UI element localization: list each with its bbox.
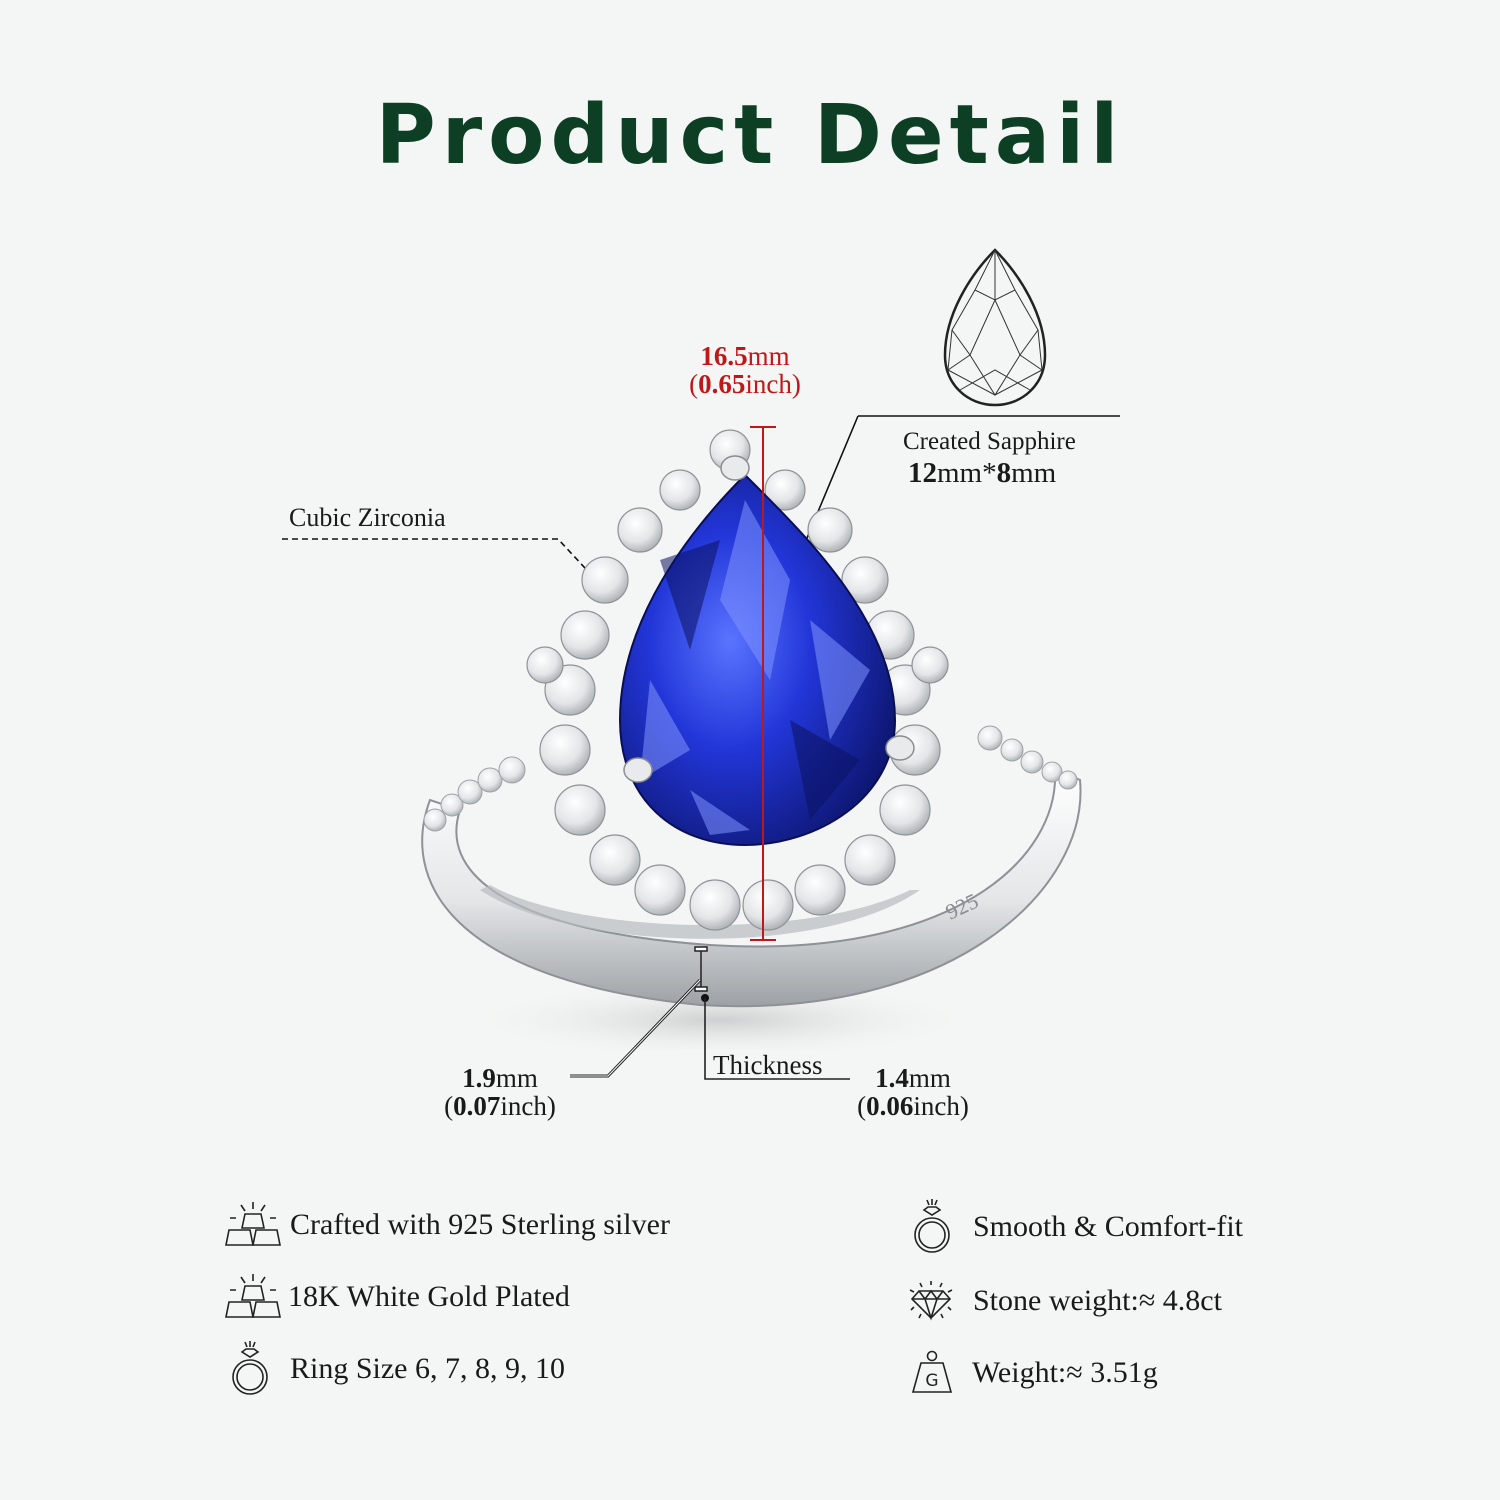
dimension-leader-lines <box>570 978 850 1080</box>
feature-text: Crafted with 925 Sterling silver <box>290 1208 670 1241</box>
gold-bars-icon <box>225 1274 281 1318</box>
thickness-label: Thickness <box>713 1050 823 1080</box>
cubic-zirconia-label: Cubic Zirconia <box>289 503 446 532</box>
feature-text: Stone weight:≈ 4.8ct <box>973 1284 1222 1317</box>
feature-comfort-fit: Smooth & Comfort-fit <box>912 1198 1243 1256</box>
ring-image: 925 <box>421 426 1082 1050</box>
weight-icon: G <box>911 1350 953 1393</box>
ring-icon <box>914 1199 950 1253</box>
feature-weight: G Weight:≈ 3.51g <box>910 1350 1158 1396</box>
feature-text: Ring Size 6, 7, 8, 9, 10 <box>290 1352 565 1385</box>
thickness-measurement: 1.4mm (0.06inch) <box>857 1063 969 1121</box>
diamond-icon <box>909 1281 953 1321</box>
feature-text: Smooth & Comfort-fit <box>973 1210 1243 1243</box>
page-title: Product Detail <box>375 88 1125 183</box>
feature-text: Weight:≈ 3.51g <box>972 1356 1158 1389</box>
height-measurement: 16.5mm (0.65inch) <box>689 341 801 399</box>
band-width-measurement: 1.9mm (0.07inch) <box>444 1063 556 1121</box>
feature-sterling-silver: Crafted with 925 Sterling silver <box>224 1200 670 1250</box>
sapphire-label: Created Sapphire <box>903 428 1076 455</box>
silver-bars-icon <box>225 1202 281 1246</box>
sapphire-size: 12mm*8mm <box>908 457 1057 489</box>
feature-stone-weight: Stone weight:≈ 4.8ct <box>907 1280 1222 1322</box>
ring-icon <box>232 1341 268 1395</box>
pear-cut-diagram-icon <box>943 248 1047 407</box>
feature-ring-size: Ring Size 6, 7, 8, 9, 10 <box>230 1340 565 1398</box>
feature-text: 18K White Gold Plated <box>288 1280 570 1313</box>
svg-text:G: G <box>925 1371 938 1391</box>
feature-white-gold: 18K White Gold Plated <box>224 1272 570 1322</box>
